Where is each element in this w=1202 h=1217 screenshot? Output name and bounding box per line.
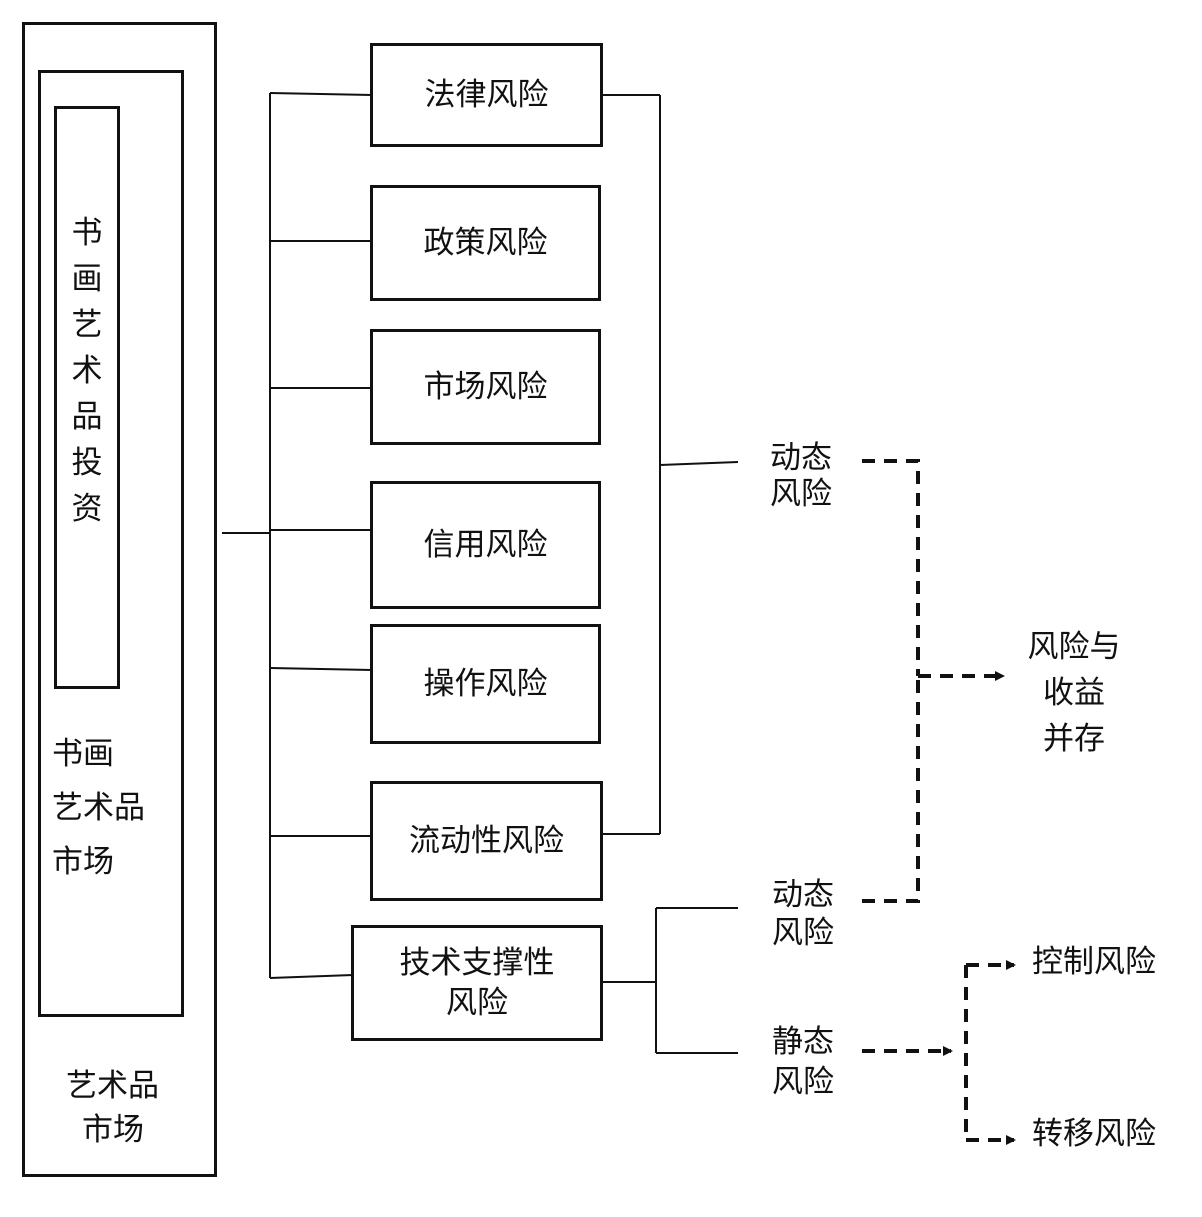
dynamic-risk-bottom-label: 动态	[772, 877, 834, 913]
investment-char: 术	[71, 353, 103, 389]
credit-risk-label: 信用风险	[423, 527, 548, 563]
painting-market-label: 市场	[52, 844, 114, 880]
art-market-label: 市场	[82, 1112, 144, 1148]
branch-legal-line	[269, 92, 373, 96]
coexist-line: 并存	[1043, 721, 1105, 757]
investment-char: 画	[71, 261, 103, 297]
dynamic-top-dashed-line	[862, 459, 920, 676]
static-risk-label: 风险	[772, 1064, 834, 1100]
static-risk-label: 静态	[772, 1024, 834, 1060]
coexist-label: 风险与 收益 并存	[1012, 624, 1136, 762]
painting-market-label: 书画	[52, 736, 114, 772]
control-risk-label: 控制风险	[1032, 944, 1156, 980]
liquidity-risk-label: 流动性风险	[409, 823, 564, 859]
bracket-to-dynamic-line	[659, 461, 739, 466]
investment-char: 艺	[71, 307, 103, 343]
dynamic-risk-top-label: 风险	[770, 476, 832, 512]
market-risk-label: 市场风险	[423, 369, 548, 405]
policy-risk-box: 政策风险	[370, 185, 601, 301]
credit-risk-box: 信用风险	[370, 481, 601, 609]
painting-investment-box	[54, 106, 120, 689]
operation-risk-box: 操作风险	[370, 624, 601, 744]
dynamic-risk-top-label: 动态	[770, 440, 832, 476]
tech-support-risk-box: 技术支撑性风险	[351, 925, 603, 1041]
operation-risk-label: 操作风险	[423, 666, 548, 702]
branch-tech-line	[269, 974, 354, 979]
coexist-line: 风险与	[1027, 629, 1121, 665]
coexist-line: 收益	[1043, 675, 1105, 711]
legal-risk-label: 法律风险	[424, 77, 549, 113]
policy-risk-label: 政策风险	[423, 225, 548, 261]
dynamic-bottom-dashed-line	[862, 676, 920, 903]
market-risk-box: 市场风险	[370, 329, 601, 445]
investment-char: 资	[71, 491, 103, 527]
investment-char: 投	[71, 445, 103, 481]
painting-market-label: 艺术品	[52, 790, 145, 826]
legal-risk-box: 法律风险	[370, 43, 603, 147]
art-market-label: 艺术品	[66, 1068, 159, 1104]
dynamic-risk-bottom-label: 风险	[772, 915, 834, 951]
liquidity-risk-box: 流动性风险	[370, 781, 603, 901]
tech-support-risk-label: 技术支撑性风险	[399, 945, 555, 1021]
transfer-risk-label: 转移风险	[1032, 1116, 1156, 1152]
investment-char: 书	[71, 215, 103, 251]
investment-char: 品	[71, 399, 103, 435]
branch-operation-line	[269, 667, 373, 671]
